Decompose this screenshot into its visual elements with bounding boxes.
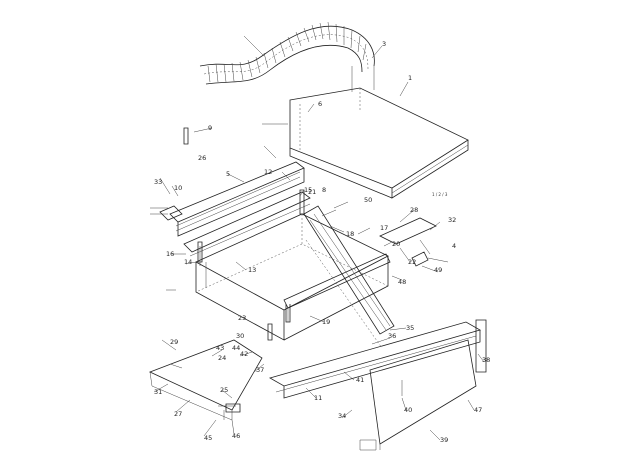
reference-numeral: 50 [364,196,372,204]
flexible-hose [199,21,375,85]
reference-numeral: 6 [318,100,322,108]
bottom-right-frame [359,339,477,451]
reference-numeral: 20 [392,240,400,248]
bottom-left-base [148,339,263,421]
reference-numerals: 1345689101112131415161718192021222324252… [154,40,490,444]
reference-numeral: 34 [338,412,346,420]
reference-numeral: 5 [226,170,230,178]
reference-numeral: 48 [398,278,406,286]
reference-numeral: 11 [314,394,322,402]
reference-numeral: 25 [220,386,228,394]
reference-numeral: 47 [474,406,482,414]
reference-numeral: 32 [448,216,456,224]
reference-numeral: 35 [406,324,414,332]
reference-numeral: 15 [304,186,312,194]
reference-numeral: 23 [238,314,246,322]
reference-numeral: 19 [322,318,330,326]
reference-numeral: 1 [408,74,412,82]
reference-numeral: 49 [434,266,442,274]
reference-numeral: 30 [236,332,244,340]
reference-numeral: 9 [208,124,212,132]
reference-numeral: 17 [380,224,388,232]
leader-lines [153,35,485,441]
reference-numeral: 39 [440,436,448,444]
reference-numeral: 22 [408,258,416,266]
reference-numeral: 42 [240,350,248,358]
reference-numeral: 43 [216,344,224,352]
lower-panel [283,253,391,323]
reference-numeral: 16 [166,250,174,258]
reference-numeral: 46 [232,432,240,440]
reference-numeral: 41 [356,376,364,384]
right-bracket [379,217,437,267]
reference-numeral: 28 [410,206,418,214]
reference-numeral: 21 [308,188,316,196]
posts [183,127,305,341]
reference-numeral: 44 [232,344,240,352]
reference-numeral: 37 [256,366,264,374]
reference-numeral: 14 [184,258,192,266]
bottom-long-rail [268,319,487,399]
lower-left-rail [183,191,311,257]
reference-numeral: 26 [198,154,206,162]
reference-numeral: 13 [248,266,256,274]
reference-numeral: 4 [452,242,456,250]
left-rail [150,161,305,237]
reference-numeral: 38 [482,356,490,364]
reference-numeral: 10 [174,184,182,192]
reference-numeral: 24 [218,354,226,362]
sheet-reference: 1 / 2 / 3 [432,192,448,197]
reference-numeral: 45 [204,434,212,442]
reference-numeral: 40 [404,406,412,414]
reference-numeral: 8 [322,186,326,194]
reference-numeral: 18 [346,230,354,238]
reference-numeral: 3 [382,40,386,48]
center-channel [303,205,395,349]
reference-numeral: 33 [154,178,162,186]
top-cover-plate [289,66,469,199]
reference-numeral: 31 [154,388,162,396]
reference-numeral: 12 [264,168,272,176]
reference-numeral: 27 [174,410,182,418]
reference-numeral: 29 [170,338,178,346]
main-tray [195,213,389,341]
reference-numeral: 36 [388,332,396,340]
